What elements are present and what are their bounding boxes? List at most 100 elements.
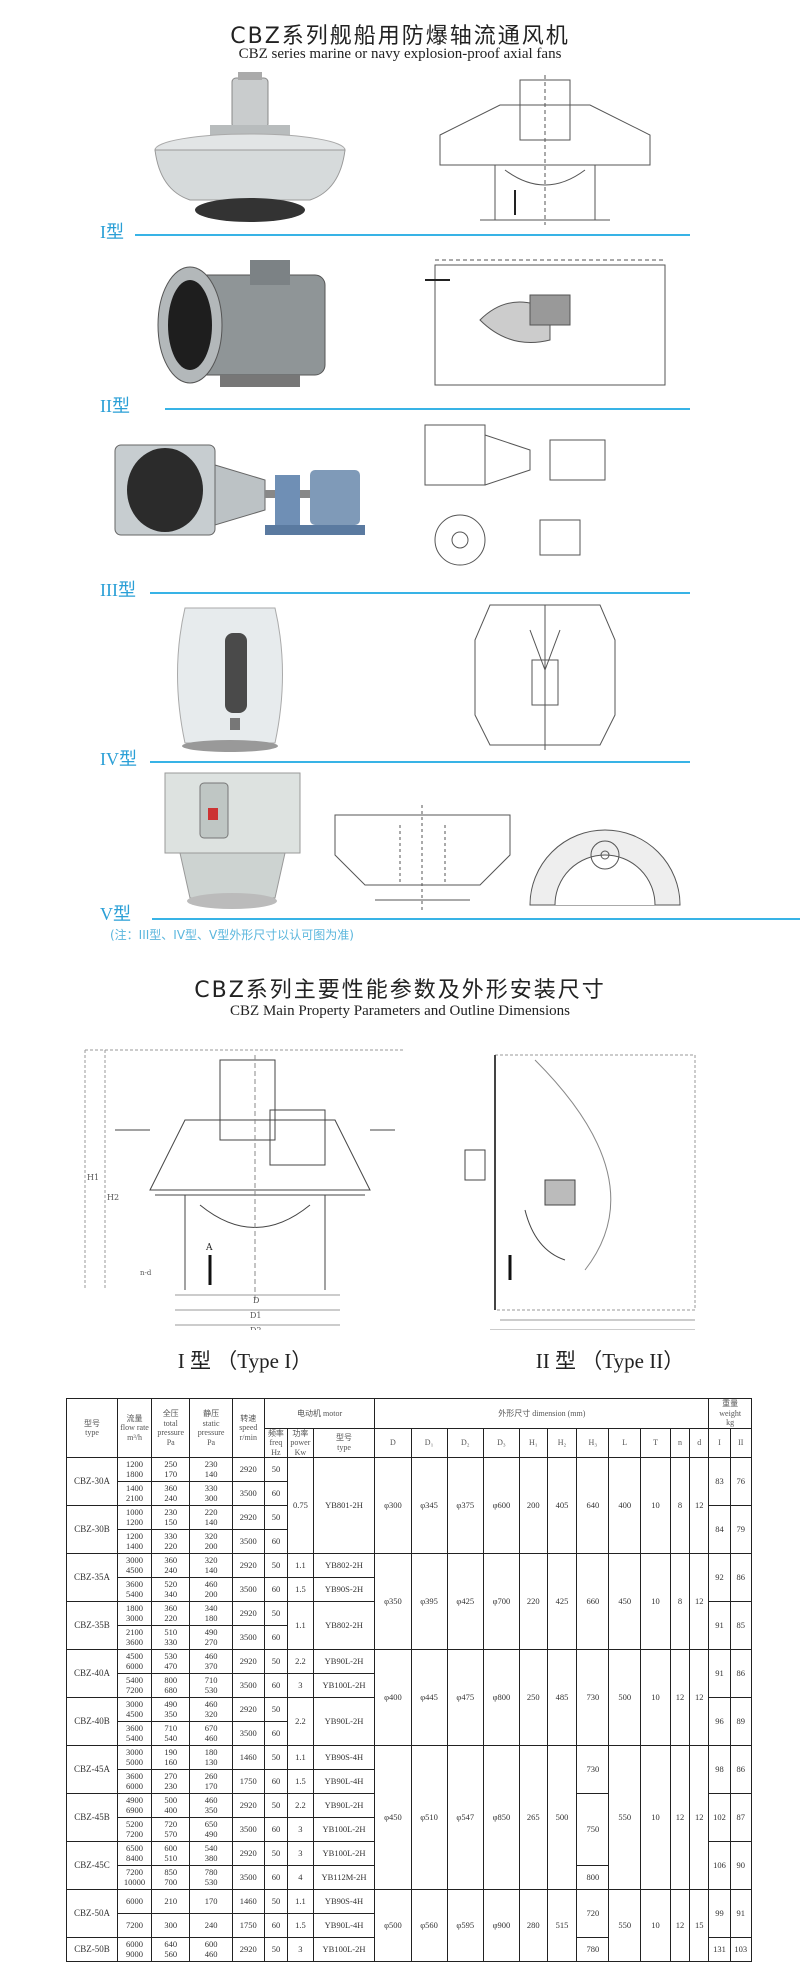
table-cell: 1400 2100 [117,1481,153,1506]
type-iii-fan-photo [114,444,365,536]
table-cell: φ445 [410,1649,448,1746]
table-cell: 60 [263,1817,289,1842]
subheader-cell: II [729,1427,753,1458]
divider [135,234,690,236]
table-cell: 640 [576,1457,610,1554]
table-cell: 50 [263,1505,289,1530]
table-cell: 460 320 [189,1697,233,1722]
table-cell: 170 [189,1889,233,1914]
dim-d1-mark: D1 [250,1311,262,1320]
table-cell: 220 [518,1553,548,1650]
col-motor: 电动机 motor [263,1398,376,1429]
table-cell: 2.2 [287,1697,314,1746]
table-cell: 710 530 [189,1673,233,1698]
table-cell: 1.1 [287,1745,314,1770]
type-ii-dimension-drawing [464,1054,696,1330]
type-i-dimension-drawing: A D D1 D2 H1 H2 n-d [84,1049,405,1330]
table-cell: 131 [708,1937,731,1962]
table-cell: 600 460 [189,1937,233,1962]
table-cell: 50 [263,1457,289,1482]
table-cell: 330 300 [189,1481,233,1506]
table-cell: 640 560 [151,1937,191,1962]
table-cell: 84 [708,1505,731,1554]
table-cell: 91 [729,1889,753,1938]
table-cell: 800 680 [151,1673,191,1698]
table-cell: YB100L-2H [312,1937,376,1962]
table-cell: φ547 [446,1745,484,1890]
subheader-cell: 功率 power Kw [287,1427,314,1458]
table-cell: 60 [263,1721,289,1746]
table-cell: 460 370 [189,1649,233,1674]
table-cell: 270 230 [151,1769,191,1794]
table-cell: 780 530 [189,1865,233,1890]
table-cell: YB100L-2H [312,1673,376,1698]
table-cell: φ800 [482,1649,520,1746]
type-ii-label: II型 [100,396,130,416]
table-cell: 86 [729,1553,753,1602]
table-cell: 1.5 [287,1913,314,1938]
table-cell: YB90S-2H [312,1577,376,1602]
subheader-cell: H₁ [518,1427,548,1458]
subheader-cell: I [708,1427,731,1458]
table-cell: 360 240 [151,1481,191,1506]
type-v-label: V型 [100,904,131,924]
table-cell: 2100 3600 [117,1625,153,1650]
table-cell: 600 510 [151,1841,191,1866]
dim-h1-mark: H1 [87,1173,99,1182]
table-cell: 10 [640,1553,671,1650]
table-cell: 2920 [231,1649,265,1674]
table-cell: 89 [729,1697,753,1746]
table-cell: 102 [708,1793,731,1842]
dim-h2-mark: H2 [107,1193,119,1202]
subheader-cell: D₁ [410,1427,448,1458]
table-cell: 91 [708,1601,731,1650]
table-cell: 7200 10000 [117,1865,153,1890]
col-flow: 流量 flow rate m³/h [117,1398,153,1458]
type-ii-fan-photo [157,260,326,387]
dim-d2-mark: D2 [250,1326,262,1330]
section-subtitle: CBZ Main Property Parameters and Outline… [230,1003,570,1019]
table-cell: 3500 [231,1481,265,1506]
table-cell: 60 [263,1577,289,1602]
table-cell: YB90L-4H [312,1769,376,1794]
table-cell: φ345 [410,1457,448,1554]
table-cell: 87 [729,1793,753,1842]
table-cell: 1460 [231,1889,265,1914]
table-cell: 2920 [231,1841,265,1866]
table-cell: 260 170 [189,1769,233,1794]
table-cell: CBZ-45A [65,1745,119,1794]
table-cell: 83 [708,1457,731,1506]
table-cell: CBZ-45B [65,1793,119,1842]
table-cell: 1.1 [287,1553,314,1578]
table-cell: 300 [151,1913,191,1938]
table-cell: 340 180 [189,1601,233,1626]
dim-d-mark: D [253,1296,259,1305]
table-cell: 85 [729,1601,753,1650]
table-cell: 3 [287,1937,314,1962]
table-cell: 250 [518,1649,548,1746]
table-cell: 1.5 [287,1577,314,1602]
table-cell: YB90S-4H [312,1745,376,1770]
type-i-drawing-caption: I 型 （Type I） [177,1349,313,1373]
table-cell: 500 [546,1745,578,1890]
table-cell: 2.2 [287,1649,314,1674]
table-cell: 3500 [231,1625,265,1650]
subheader-cell: D [374,1427,412,1458]
table-cell: YB802-2H [312,1601,376,1650]
table-cell: 3000 4500 [117,1553,153,1578]
table-cell: 650 490 [189,1817,233,1842]
type-iv-outline-drawing [474,604,616,750]
table-cell: 720 570 [151,1817,191,1842]
col-weight: 重量 weight kg [708,1398,752,1429]
table-cell: 50 [263,1793,289,1818]
table-cell: φ350 [374,1553,412,1650]
table-cell: 710 540 [151,1721,191,1746]
table-cell: 3000 5000 [117,1745,153,1770]
